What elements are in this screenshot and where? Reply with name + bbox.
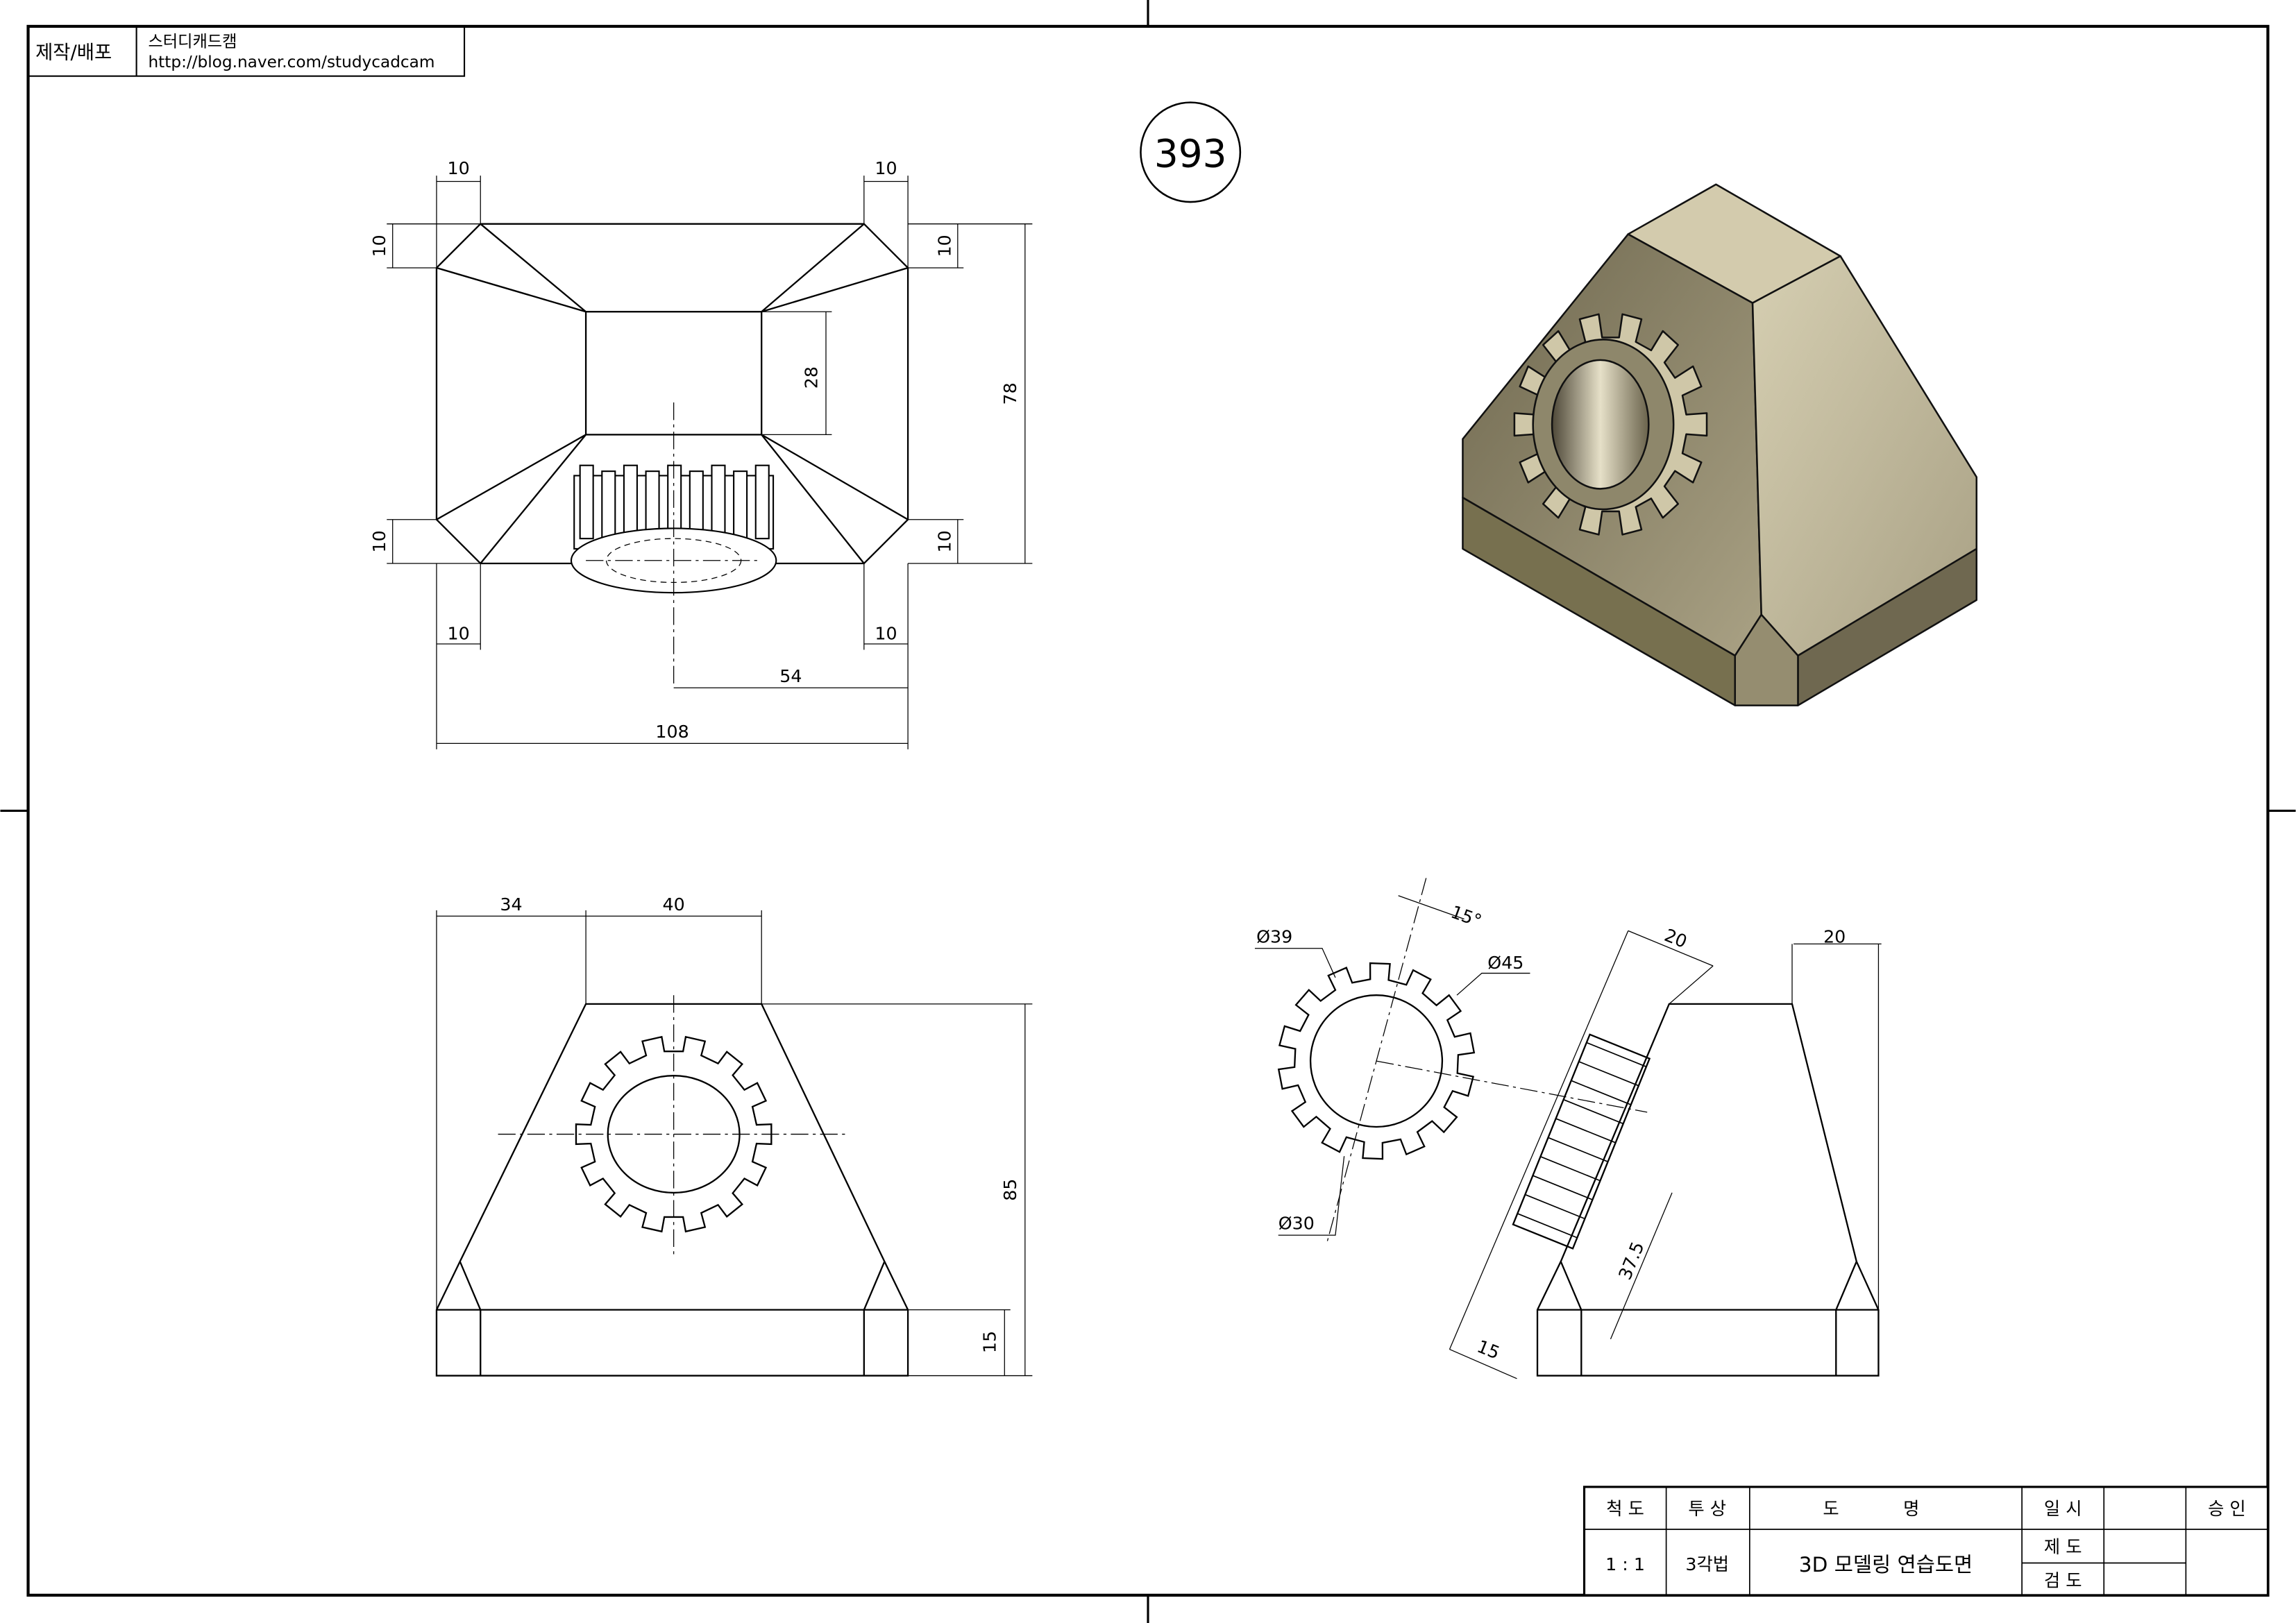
svg-text:일 시: 일 시 <box>2044 1499 2082 1519</box>
dim: 78 <box>1000 382 1020 405</box>
svg-text:투 상: 투 상 <box>1688 1499 1726 1519</box>
gear-tooth <box>601 470 616 545</box>
gear-tooth-edge <box>1525 1193 1585 1220</box>
gear-tooth-edge <box>1533 1175 1593 1200</box>
producer-label: 제작/배포 <box>35 42 112 63</box>
gear-tooth-edge <box>1563 1098 1624 1125</box>
dim: 54 <box>779 666 802 686</box>
dim: 28 <box>801 366 821 389</box>
dim: Ø30 <box>1278 1214 1315 1234</box>
scale-value: 1 : 1 <box>1605 1554 1645 1574</box>
dim: 20 <box>1823 926 1846 946</box>
dim: 10 <box>369 530 389 552</box>
dim: 10 <box>875 624 897 644</box>
svg-text:도 명: 도 명 <box>1823 1499 1948 1519</box>
dim: 40 <box>663 894 685 915</box>
dim: 108 <box>655 722 689 742</box>
dim: 10 <box>369 235 389 257</box>
dim: 15° <box>1448 901 1484 931</box>
svg-text:척 도: 척 도 <box>1606 1499 1644 1519</box>
sheet-border <box>26 24 2270 1597</box>
gear-tooth <box>667 464 682 540</box>
gear-tooth-edge <box>1555 1118 1616 1144</box>
dim: 10 <box>875 158 897 178</box>
dim: 10 <box>934 530 954 552</box>
gear-tooth <box>733 470 748 545</box>
gear-tooth-edge <box>1517 1213 1578 1239</box>
dim: 34 <box>500 894 522 915</box>
title-block: 척 도 투 상 도 명 일 시 승 인 1 : 1 3각법 3D 모델링 연습도… <box>1582 1486 2270 1597</box>
svg-text:393: 393 <box>1154 131 1227 176</box>
drawing-number-balloon: 393 <box>1140 101 1242 203</box>
gear-detail-view: Ø39 15° Ø45 Ø30 <box>1254 878 1648 1244</box>
gear-outline <box>575 1035 773 1233</box>
dim: 10 <box>448 158 470 178</box>
gear-tooth <box>711 464 726 540</box>
producer-box: 제작/배포 스터디캐드캠 http://blog.naver.com/study… <box>27 25 466 77</box>
dim: 15 <box>1474 1336 1503 1363</box>
gear-top-projection <box>570 464 777 594</box>
gear-tooth <box>579 464 594 540</box>
svg-text:제 도: 제 도 <box>2044 1537 2082 1557</box>
isometric-model <box>1462 183 1978 706</box>
projection-value: 3각법 <box>1685 1554 1729 1574</box>
front-view: 34 40 85 15 <box>435 894 1033 1377</box>
gear-tooth-edge <box>1578 1061 1639 1087</box>
producer-name: 스터디캐드캠 <box>148 32 237 51</box>
producer-url[interactable]: http://blog.naver.com/studycadcam <box>148 53 434 71</box>
dim: Ø45 <box>1487 953 1523 973</box>
gear-tooth <box>623 464 638 540</box>
gear-tooth <box>754 464 770 540</box>
dim: Ø39 <box>1256 926 1292 946</box>
gear-tooth-edge <box>1586 1042 1647 1068</box>
dim: 15 <box>980 1331 1000 1353</box>
top-view: 10 10 10 10 10 10 10 10 28 78 54 108 <box>369 158 1033 749</box>
svg-text:검 도: 검 도 <box>2044 1570 2082 1590</box>
dim: 10 <box>448 624 470 644</box>
gear-tooth-edge <box>1548 1137 1608 1163</box>
svg-text:승 인: 승 인 <box>2208 1499 2246 1519</box>
dim: 85 <box>1000 1179 1020 1201</box>
dim: 20 <box>1662 925 1690 952</box>
side-view: 20 20 37.5 15 <box>1449 925 1882 1379</box>
gear-tooth-edge <box>1571 1080 1632 1105</box>
drawing-title: 3D 모델링 연습도면 <box>1799 1553 1973 1577</box>
gear-outline <box>1277 962 1476 1160</box>
gear-tooth-edge <box>1540 1156 1601 1182</box>
dim: 10 <box>934 235 954 257</box>
